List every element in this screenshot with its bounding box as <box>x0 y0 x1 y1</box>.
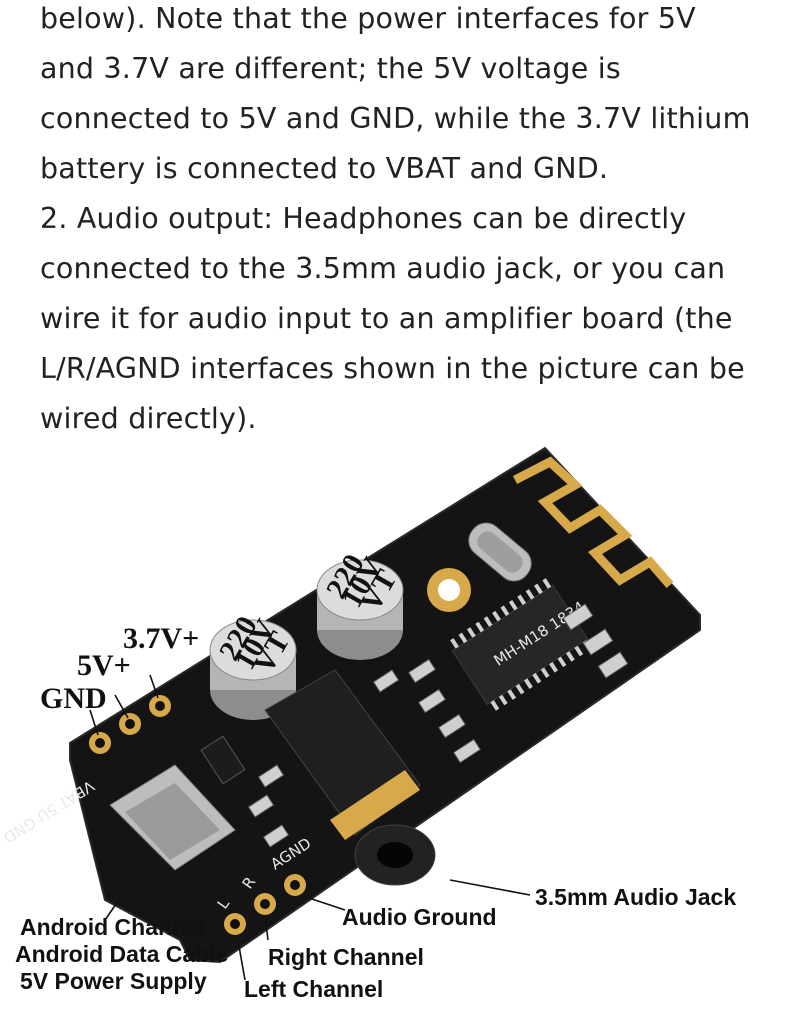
smd-components <box>200 603 629 848</box>
text-line: L/R/AGND interfaces shown in the picture… <box>40 352 745 385</box>
text-line: connected to 5V and GND, while the 3.7V … <box>40 102 751 135</box>
text-line: battery is connected to VBAT and GND. <box>40 152 609 185</box>
antenna-trace <box>512 456 674 588</box>
label-gnd: GND <box>40 682 107 715</box>
label-usb-line1: Android Channel <box>20 914 205 940</box>
leader-lines <box>89 674 531 981</box>
text-line: 2. Audio output: Headphones can be direc… <box>40 202 687 235</box>
label-usb-line3: 5V Power Supply <box>20 968 207 994</box>
power-pads <box>89 695 171 754</box>
capacitor-right: 220 10V VT <box>316 549 404 660</box>
label-left-channel: Left Channel <box>244 976 383 1002</box>
text-line: wire it for audio input to an amplifier … <box>40 302 733 335</box>
audio-jack <box>264 669 436 886</box>
micro-usb-port <box>109 764 236 871</box>
text-line: and 3.7V are different; the 5V voltage i… <box>40 52 621 85</box>
text-line: connected to the 3.5mm audio jack, or yo… <box>40 252 726 285</box>
label-audio-ground: Audio Ground <box>342 904 497 930</box>
crystal-oscillator <box>468 522 532 582</box>
label-usb-line2: Android Data Cable <box>15 941 228 967</box>
board-figure: MH-M18 1834 220 10V VT 220 10V VT <box>0 440 800 1024</box>
capacitor-left: 220 10V VT <box>209 611 297 720</box>
label-3v7: 3.7V+ <box>123 622 199 655</box>
instruction-paragraph: below). Note that the power interfaces f… <box>40 0 780 450</box>
bluetooth-audio-board-diagram: MH-M18 1834 220 10V VT 220 10V VT <box>0 446 736 1002</box>
text-line: wired directly). <box>40 402 257 435</box>
label-right-channel: Right Channel <box>268 944 424 970</box>
main-chip: MH-M18 1834 <box>450 578 592 711</box>
audio-pads <box>224 874 306 935</box>
label-audio-jack: 3.5mm Audio Jack <box>535 884 736 910</box>
text-line: below). Note that the power interfaces f… <box>40 2 696 35</box>
label-5v: 5V+ <box>77 649 131 682</box>
